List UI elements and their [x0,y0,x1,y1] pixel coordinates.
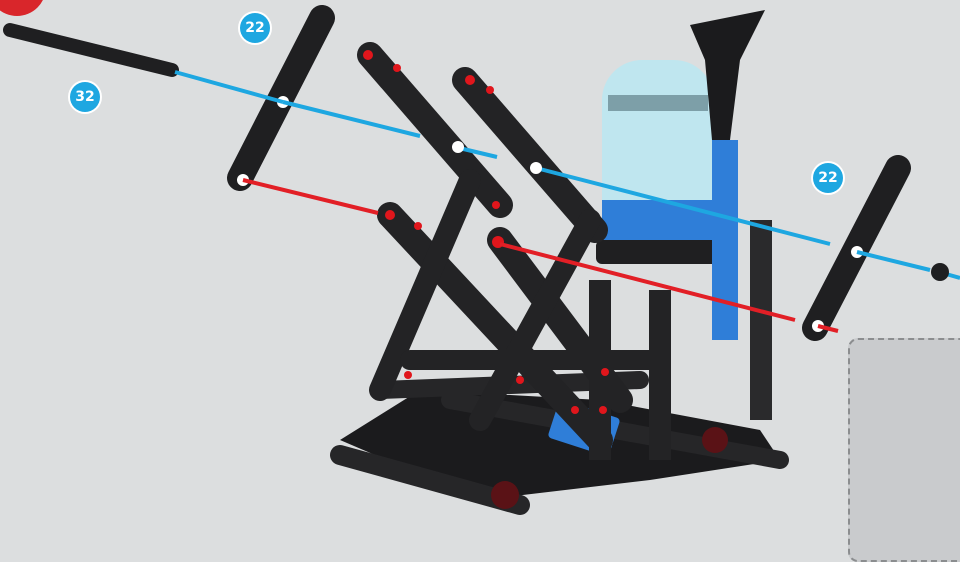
loose-axle-rod [10,30,172,70]
part-count-badge: 32 [70,82,100,112]
water-tank [596,60,724,264]
detail-inset-panel [848,338,960,562]
part-count-badge: 22 [813,163,843,193]
assembly-illustration [0,0,960,529]
part-count-badge: 22 [240,13,270,43]
